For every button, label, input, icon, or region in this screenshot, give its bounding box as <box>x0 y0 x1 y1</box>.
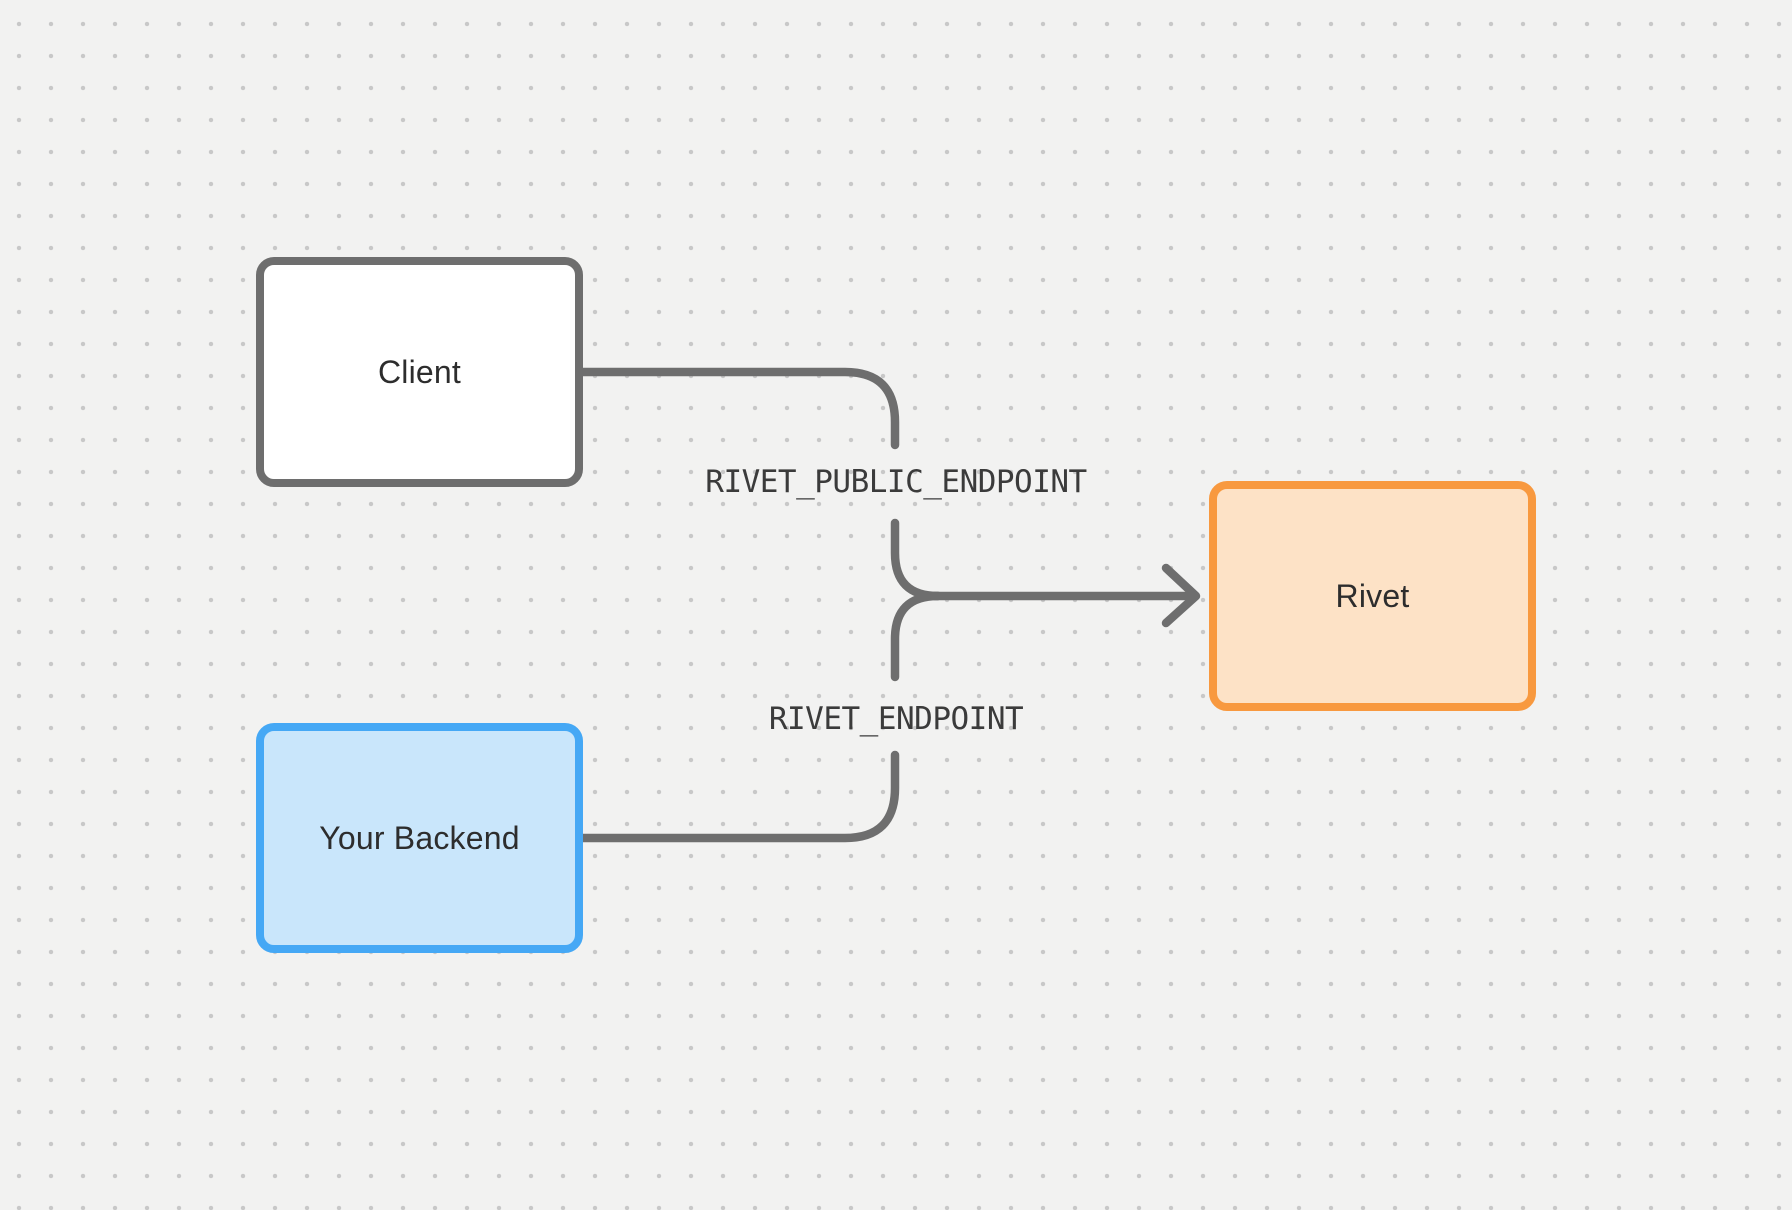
node-client-label: Client <box>377 353 461 390</box>
node-rivet: Rivet <box>1209 481 1536 711</box>
client-connector-line <box>578 367 900 450</box>
edge-label-rivet-endpoint: RIVET_ENDPOINT <box>768 701 1024 737</box>
node-rivet-label: Rivet <box>1335 577 1410 614</box>
node-client: Client <box>256 257 583 487</box>
backend-connector-line <box>578 750 900 843</box>
arrowhead-icon <box>1161 563 1201 628</box>
node-your-backend: Your Backend <box>256 723 583 953</box>
merge-lower-connector-line <box>890 591 943 682</box>
merge-upper-connector-line <box>890 518 943 601</box>
node-your-backend-label: Your Backend <box>319 819 520 856</box>
edge-label-rivet-public-endpoint: RIVET_PUBLIC_ENDPOINT <box>705 464 1087 500</box>
